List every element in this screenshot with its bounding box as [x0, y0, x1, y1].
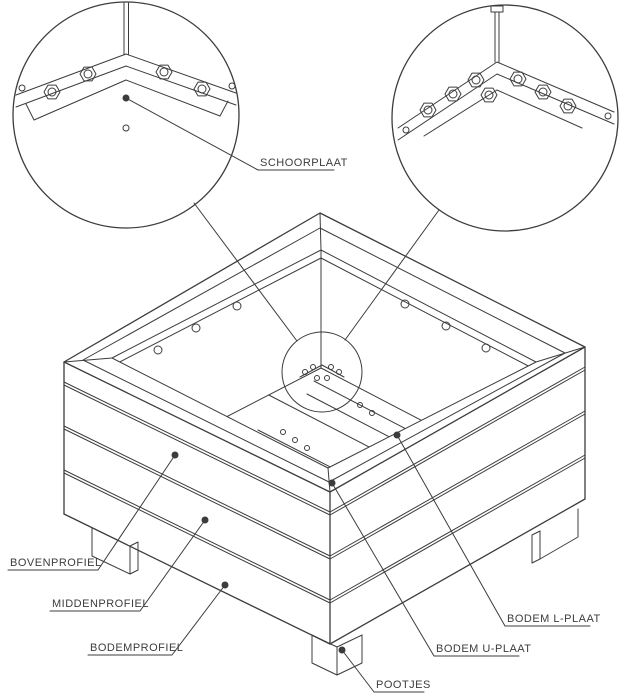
leader-bodem-l-plaat — [396, 434, 591, 627]
leader-bovenprofiel — [7, 454, 176, 571]
callout-dot-middenprofiel — [201, 516, 209, 524]
bolt-icon — [80, 67, 96, 81]
callout-label-middenprofiel: MIDDENPROFIEL — [52, 598, 149, 610]
callout-label-schoorplaat: SCHOORPLAAT — [260, 157, 348, 169]
callout-dot-bodemprofiel — [221, 581, 229, 589]
bolt-icon — [445, 87, 461, 101]
leader-bodemprofiel — [87, 584, 226, 656]
schoorplaat-plate — [33, 79, 221, 121]
leader-middenprofiel — [49, 519, 206, 612]
bolt-icon — [560, 99, 576, 113]
callout-dot-bovenprofiel — [171, 451, 179, 459]
callout-dot-pootjes — [338, 646, 346, 654]
leader-bodem-u-plaat — [331, 482, 520, 657]
bolt-icon — [420, 103, 436, 117]
leader-schoorplaat — [125, 97, 335, 171]
left-face-planks — [63, 381, 331, 645]
callout-labels: SCHOORPLAAT BOVENPROFIEL MIDDENPROFIEL B… — [10, 157, 601, 691]
callout-leaders — [7, 94, 591, 693]
detail-marker — [281, 331, 363, 413]
bodem-u-plaat-part — [245, 436, 333, 468]
right-face-planks — [329, 366, 586, 645]
detail-view-left — [12, 1, 240, 229]
rod-head-icon — [490, 5, 504, 13]
rim-inner-edge — [111, 249, 537, 469]
foot-right — [531, 508, 579, 564]
rim-outer-edge — [63, 212, 586, 493]
detail-marker-circle — [281, 331, 363, 413]
callout-label-bodemprofiel: BODEMPROFIEL — [90, 642, 183, 654]
callout-dot-bodem-l-plaat — [393, 431, 401, 439]
callout-dot-bodem-u-plaat — [328, 479, 336, 487]
callout-label-bodem-l-plaat: BODEM L-PLAAT — [507, 613, 601, 625]
foot-front — [311, 634, 363, 676]
callout-label-bovenprofiel: BOVENPROFIEL — [10, 557, 102, 569]
detail-circle-left — [12, 1, 240, 229]
bolt-icon — [510, 72, 526, 86]
callout-label-bodem-u-plaat: BODEM U-PLAAT — [436, 643, 532, 655]
callout-label-pootjes: POOTJES — [376, 679, 431, 691]
bolt-icon — [194, 82, 210, 96]
bolt-icon — [535, 85, 551, 99]
detail-view-right — [391, 4, 619, 232]
leader-pootjes — [341, 649, 425, 693]
detail-circle-right — [391, 4, 619, 232]
rim-cap-edge — [82, 227, 566, 483]
detail-connectors — [193, 202, 440, 342]
foot-left — [91, 527, 139, 575]
schoorplaat-plate — [423, 89, 583, 137]
callout-dot-schoorplaat — [122, 94, 130, 102]
